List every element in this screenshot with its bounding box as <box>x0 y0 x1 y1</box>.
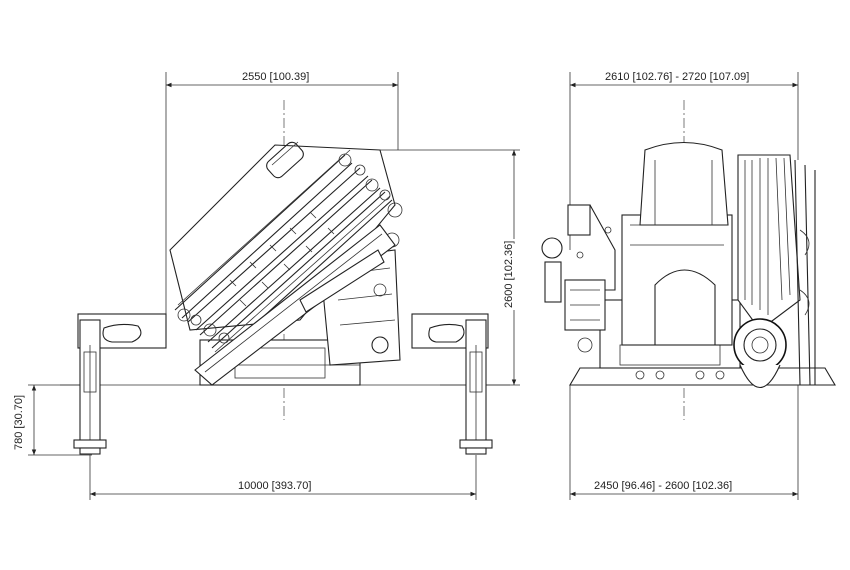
left-outrigger <box>73 313 167 455</box>
side-height-label: 2600 [102.36] <box>503 238 515 310</box>
crane-side-view <box>169 141 403 386</box>
rear-top-width-label: 2610 [102.76] - 2720 [107.09] <box>603 71 752 83</box>
side-top-width-label: 2550 [100.39] <box>240 71 312 83</box>
outrigger-span-label: 10000 [393.70] <box>236 480 314 492</box>
foot-height-label: 780 [30.70] <box>13 392 25 452</box>
crane-rear-view <box>541 142 836 388</box>
right-outrigger <box>411 313 493 455</box>
rear-base-width-label: 2450 [96.46] - 2600 [102.36] <box>592 480 735 492</box>
logo-plate <box>266 141 304 179</box>
